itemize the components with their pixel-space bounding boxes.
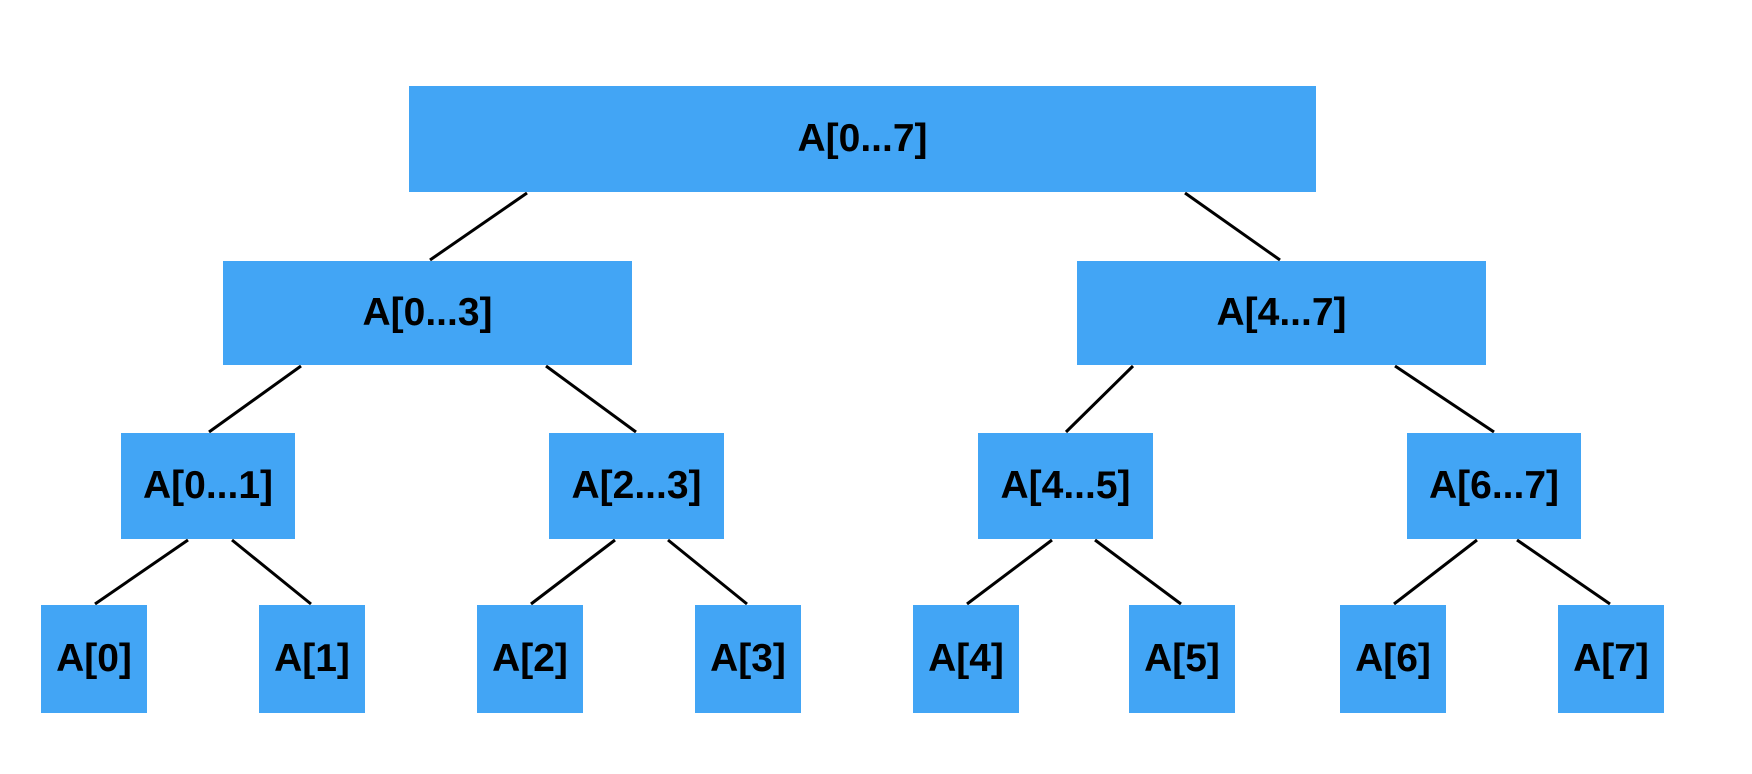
tree-node-a0: A[0] xyxy=(41,605,147,713)
edge-a03-a23 xyxy=(545,364,637,434)
tree-node-a7: A[7] xyxy=(1558,605,1664,713)
edge-a23-a2 xyxy=(530,538,616,606)
tree-node-a0-7: A[0...7] xyxy=(409,86,1316,192)
tree-node-a2: A[2] xyxy=(477,605,583,713)
tree-node-a4: A[4] xyxy=(913,605,1019,713)
edge-a47-a67 xyxy=(1394,364,1495,434)
edge-a07-a47 xyxy=(1184,191,1281,262)
edge-a45-a5 xyxy=(1094,538,1182,606)
edge-a23-a3 xyxy=(667,538,748,606)
tree-node-a0-1: A[0...1] xyxy=(121,433,295,539)
tree-node-a6-7: A[6...7] xyxy=(1407,433,1581,539)
tree-node-a4-5: A[4...5] xyxy=(978,433,1153,539)
edge-a01-a1 xyxy=(231,538,312,606)
tree-node-a4-7: A[4...7] xyxy=(1077,261,1486,365)
tree-node-a2-3: A[2...3] xyxy=(549,433,724,539)
tree-node-a0-3: A[0...3] xyxy=(223,261,632,365)
tree-node-a3: A[3] xyxy=(695,605,801,713)
tree-node-a1: A[1] xyxy=(259,605,365,713)
edge-a47-a45 xyxy=(1064,364,1135,434)
edge-a67-a7 xyxy=(1516,538,1611,606)
tree-node-a6: A[6] xyxy=(1340,605,1446,713)
tree-node-a5: A[5] xyxy=(1129,605,1235,713)
edge-a67-a6 xyxy=(1393,538,1478,606)
edge-a01-a0 xyxy=(94,538,189,606)
edge-a03-a01 xyxy=(208,364,302,434)
edge-a45-a4 xyxy=(966,538,1053,606)
edge-a07-a03 xyxy=(429,191,528,262)
